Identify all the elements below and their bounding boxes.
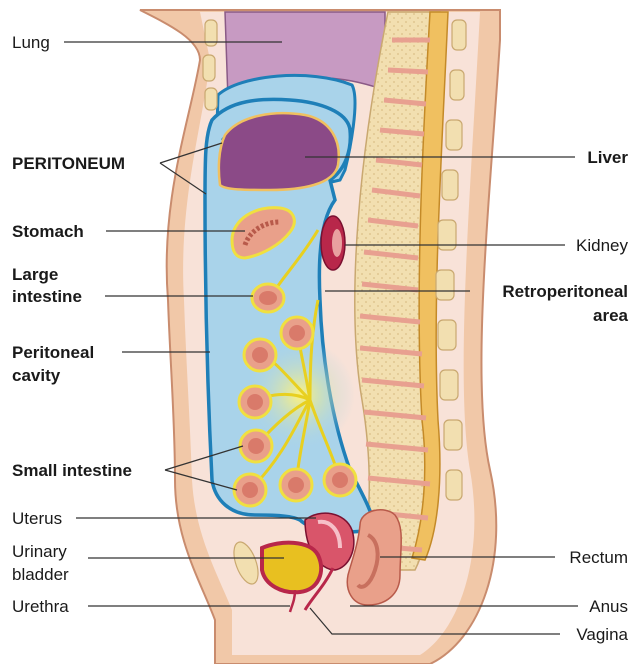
label-peritoneal-cavity-line1: Peritoneal [12,343,94,362]
liver [219,113,339,190]
label-peritoneal-cavity-line2: cavity [12,366,61,385]
label-retroperitoneal-line1: Retroperitoneal [502,282,628,301]
label-urinary-bladder-line2: bladder [12,565,69,584]
label-urethra: Urethra [12,597,69,616]
label-anus: Anus [589,597,628,616]
label-urinary-bladder-line1: Urinary [12,542,67,561]
intestine-loop [324,464,356,496]
intestine-loop [240,430,272,462]
label-small-intestine: Small intestine [12,461,132,480]
large-intestine [252,284,284,312]
intestine-loop [280,469,312,501]
label-large-intestine-line1: Large [12,265,58,284]
label-uterus: Uterus [12,509,62,528]
label-lung: Lung [12,33,50,52]
intestine-loop [281,317,313,349]
label-peritoneum: PERITONEUM [12,154,125,173]
label-vagina: Vagina [576,625,628,644]
label-stomach: Stomach [12,222,84,241]
intestine-loop [244,339,276,371]
intestine-loop [234,474,266,506]
anterior-ribs [203,20,217,110]
label-liver: Liver [587,148,628,167]
label-large-intestine-line2: intestine [12,287,82,306]
intestine-loop [239,386,271,418]
label-rectum: Rectum [569,548,628,567]
urinary-bladder [262,543,321,593]
label-retroperitoneal-line2: area [593,306,629,325]
kidney [321,216,345,270]
label-kidney: Kidney [576,236,628,255]
